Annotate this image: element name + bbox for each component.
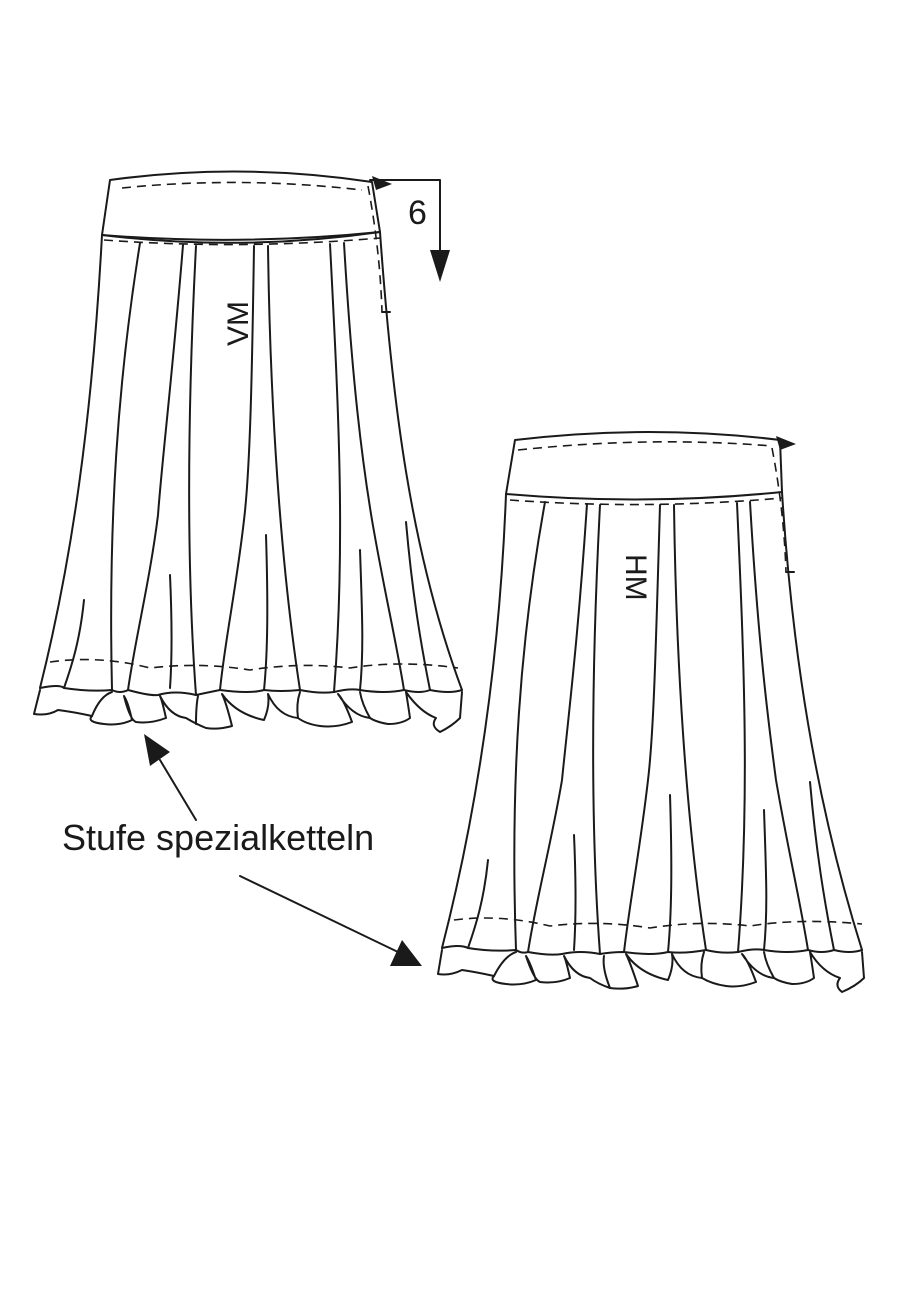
front-fold-line <box>263 534 269 691</box>
front-panel-seam <box>127 244 184 691</box>
back-panel-seam <box>736 502 746 953</box>
callout-arrow-front-icon <box>144 734 170 766</box>
measure-line <box>369 179 441 259</box>
front-waistband-stitch-lower <box>103 237 381 246</box>
back-left-side <box>441 493 507 949</box>
back-ruffle-fold <box>700 951 705 979</box>
front-waistband-seam <box>101 231 381 244</box>
front-waistband <box>101 170 381 241</box>
front-ruffle-fold <box>296 691 301 719</box>
back-ruffle <box>437 949 865 993</box>
back-side-zip <box>771 447 787 573</box>
front-panel-seam <box>188 245 197 696</box>
front-center-label: VM <box>222 301 255 346</box>
front-tier-stitch <box>49 658 459 671</box>
front-panel-seam <box>267 245 301 691</box>
callout-line-front <box>159 759 197 821</box>
measurement-indicator: 6 <box>369 176 450 282</box>
callout: Stufe spezialketteln <box>62 734 422 966</box>
back-panel-seam <box>527 503 588 953</box>
back-fold-line <box>763 809 768 951</box>
back-panel-seam <box>592 504 601 955</box>
front-skirt: VM <box>33 170 463 733</box>
back-zip-pull-icon <box>776 436 796 450</box>
back-fold-line <box>467 859 489 949</box>
front-waistband-stitch <box>121 181 363 191</box>
back-fold-line <box>667 794 673 953</box>
back-panel-seam <box>623 504 661 953</box>
front-fold-line <box>359 549 364 691</box>
back-ruffle-fold <box>602 955 611 989</box>
front-fold-line <box>169 574 173 689</box>
front-fold-line <box>405 521 431 691</box>
front-side-zip <box>367 185 383 313</box>
back-center-label: HM <box>619 554 652 601</box>
front-zip-pull-icon <box>372 176 392 190</box>
back-fold-line <box>809 781 835 951</box>
callout-arrow-back-icon <box>390 940 422 966</box>
front-right-side <box>379 231 463 691</box>
front-left-side <box>39 234 103 689</box>
front-ruffle <box>33 689 463 733</box>
front-panel-seam <box>329 243 342 693</box>
back-right-side <box>781 491 863 951</box>
measure-arrow-icon <box>430 250 450 282</box>
measure-value: 6 <box>408 194 427 232</box>
front-fold-line <box>63 599 85 689</box>
front-tier-edge <box>39 685 463 697</box>
front-ruffle-fold <box>359 691 371 719</box>
front-ruffle-fold <box>91 691 113 717</box>
back-tier-stitch <box>453 917 863 929</box>
callout-line-back <box>239 875 399 953</box>
front-panel-seam <box>219 245 255 691</box>
back-waistband-stitch <box>517 441 773 451</box>
callout-label: Stufe spezialketteln <box>62 817 374 858</box>
front-panel-seam <box>110 242 141 691</box>
front-ruffle-fold <box>195 695 199 725</box>
back-ruffle-fold <box>493 951 517 977</box>
back-panel-seam <box>513 501 546 951</box>
back-tier-edge <box>441 945 863 956</box>
back-ruffle-fold <box>763 951 775 979</box>
front-panel-seam <box>343 242 405 691</box>
back-skirt: HM <box>437 431 865 993</box>
back-fold-line <box>573 834 577 951</box>
back-panel-seam <box>673 504 707 951</box>
back-panel-seam <box>749 501 809 951</box>
